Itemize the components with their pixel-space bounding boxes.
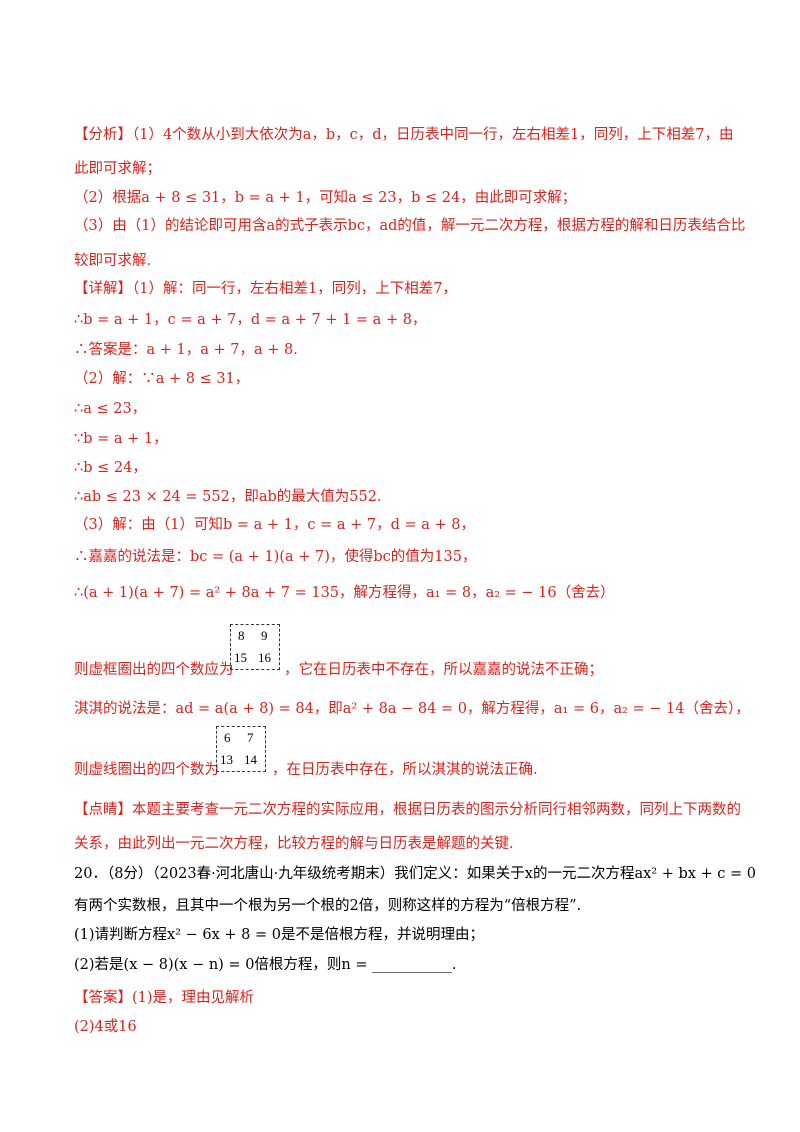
detail-line-6: ∵b = a + 1，	[74, 431, 168, 447]
box2-num-1: 6	[224, 730, 231, 745]
analysis-line-2: 此即可求解；	[74, 161, 161, 177]
detail-line-2: ∴b = a + 1，c = a + 7，d = a + 7 + 1 = a +…	[74, 312, 427, 328]
detail-line-3: ∴答案是：a + 1，a + 7，a + 8.	[74, 342, 298, 358]
detail-line-12: 则虚框圈出的四个数应为	[74, 662, 234, 678]
box2-num-2: 7	[247, 730, 254, 745]
calendar-box-1: 8 9 15 16	[230, 624, 280, 670]
answer-line-2: (2)4或16	[74, 1019, 137, 1035]
box2-num-3: 13	[220, 752, 233, 767]
q20-line-4: (2)若是(x − 8)(x − n) = 0倍根方程，则n = _______…	[74, 957, 457, 973]
detail-line-14b: ，在日历表中存在，所以淇淇的说法正确.	[272, 762, 538, 778]
calendar-box-2: 6 7 13 14	[216, 726, 266, 772]
answer-line-1: 【答案】(1)是，理由见解析	[74, 990, 255, 1006]
point-line-1: 【点睛】本题主要考查一元二次方程的实际应用，根据日历表的图示分析同行相邻两数，同…	[74, 802, 741, 818]
detail-line-9: （3）解：由（1）可知b = a + 1，c = a + 7，d = a + 8…	[74, 517, 475, 533]
analysis-line-4: （3）由（1）的结论即可用含a的式子表示bc，ad的值，解一元二次方程，根据方程…	[74, 218, 746, 234]
detail-line-14: 则虚线圈出的四个数为	[74, 762, 219, 778]
analysis-line-5: 较即可求解.	[74, 253, 152, 269]
q20-line-1: 20．（8分）（2023春·河北唐山·九年级统考期末）我们定义：如果关于x的一元…	[74, 866, 757, 882]
detail-line-4: （2）解：∵a + 8 ≤ 31，	[74, 371, 250, 387]
box2-num-4: 14	[244, 752, 257, 767]
q20-line-2: 有两个实数根，且其中一个根为另一个根的2倍，则称这样的方程为“倍根方程”.	[74, 898, 582, 914]
detail-line-13: 淇淇的说法是：ad = a(a + 8) = 84，即a² + 8a − 84 …	[74, 701, 750, 717]
analysis-line-1: 【分析】（1）4个数从小到大依次为a，b，c，d，日历表中同一行，左右相差1，同…	[74, 127, 734, 143]
box1-num-2: 9	[261, 628, 268, 643]
detail-line-7: ∴b ≤ 24，	[74, 460, 147, 476]
detail-line-12b: ，它在日历表中不存在，所以嘉嘉的说法不正确；	[284, 662, 603, 678]
analysis-line-3: （2）根据a + 8 ≤ 31，b = a + 1，可知a ≤ 23，b ≤ 2…	[74, 190, 577, 206]
box1-num-1: 8	[238, 628, 245, 643]
detail-line-1: 【详解】（1）解：同一行，左右相差1，同列，上下相差7，	[74, 281, 457, 297]
detail-line-5: ∴a ≤ 23，	[74, 401, 147, 417]
detail-line-10: ∴嘉嘉的说法是：bc = (a + 1)(a + 7)，使得bc的值为135，	[74, 549, 477, 565]
q20-line-3: (1)请判断方程x² − 6x + 8 = 0是不是倍根方程，并说明理由；	[74, 927, 484, 943]
box1-num-4: 16	[258, 650, 271, 665]
point-line-2: 关系，由此列出一元二次方程，比较方程的解与日历表是解题的关键.	[74, 836, 514, 852]
detail-line-11: ∴(a + 1)(a + 7) = a² + 8a + 7 = 135，解方程得…	[74, 585, 615, 601]
detail-line-8: ∴ab ≤ 23 × 24 = 552，即ab的最大值为552.	[74, 489, 382, 505]
box1-num-3: 15	[234, 650, 247, 665]
